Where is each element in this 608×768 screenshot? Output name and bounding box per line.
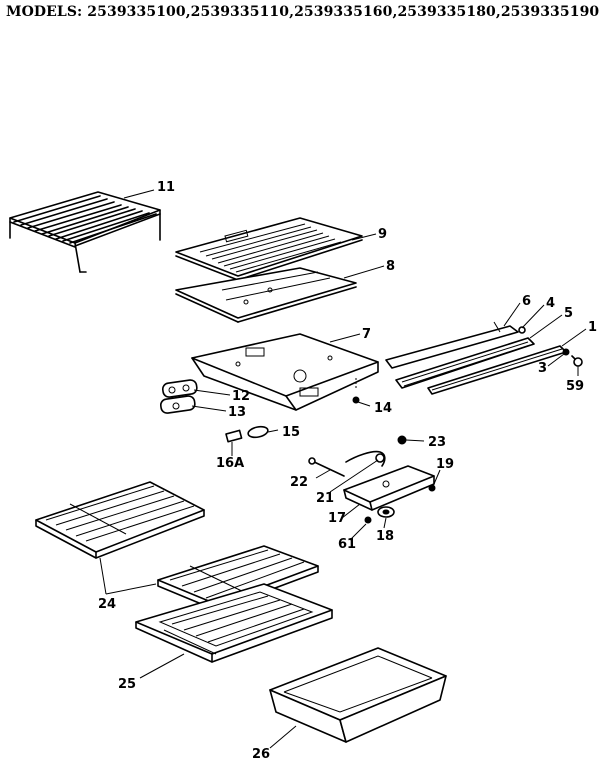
callout-labels: 11 9 8 7 6 4 5 1 3 59 12 13 14 15 16A 23… bbox=[98, 180, 597, 762]
callout-18: 18 bbox=[376, 529, 394, 544]
part-dial bbox=[377, 506, 395, 518]
callout-1: 1 bbox=[588, 320, 597, 335]
models-header: MODELS: 2539335100,2539335110,2539335160… bbox=[6, 4, 600, 20]
part-shaft bbox=[308, 457, 345, 477]
part-panel-cover bbox=[175, 217, 363, 281]
callout-17: 17 bbox=[328, 511, 346, 526]
callout-11: 11 bbox=[157, 180, 175, 195]
callout-21: 21 bbox=[316, 491, 334, 506]
part-support-rail bbox=[385, 321, 519, 369]
part-screw-lower bbox=[364, 516, 372, 524]
part-retainer bbox=[518, 326, 526, 334]
part-control-housing bbox=[343, 465, 435, 511]
part-panel-insulation bbox=[175, 267, 357, 323]
part-glass-shelf bbox=[35, 481, 205, 559]
part-nut bbox=[428, 484, 436, 492]
callout-6: 6 bbox=[522, 294, 531, 309]
callout-7: 7 bbox=[362, 327, 371, 342]
callout-5: 5 bbox=[564, 306, 573, 321]
callout-13: 13 bbox=[228, 405, 246, 420]
callout-4: 4 bbox=[546, 296, 555, 311]
part-bulb bbox=[247, 425, 269, 439]
callout-24: 24 bbox=[98, 597, 116, 612]
part-knob bbox=[397, 435, 407, 445]
callout-9: 9 bbox=[378, 227, 387, 242]
part-screw bbox=[562, 348, 570, 356]
callout-19: 19 bbox=[436, 457, 454, 472]
part-crisper-cover bbox=[135, 545, 333, 663]
callout-15: 15 bbox=[282, 425, 300, 440]
part-socket bbox=[225, 429, 243, 443]
callout-26: 26 bbox=[252, 747, 270, 762]
leader-lines bbox=[99, 189, 587, 749]
part-bracket-upper bbox=[161, 379, 198, 398]
callout-12: 12 bbox=[232, 389, 250, 404]
callout-61: 61 bbox=[338, 537, 356, 552]
part-shelf-track bbox=[395, 337, 535, 389]
callout-3: 3 bbox=[538, 361, 547, 376]
callout-14: 14 bbox=[374, 401, 392, 416]
callout-59: 59 bbox=[566, 379, 584, 394]
part-control-link bbox=[345, 450, 386, 467]
callout-16A: 16A bbox=[216, 456, 244, 471]
part-shelf-rack bbox=[9, 191, 161, 273]
callout-23: 23 bbox=[428, 435, 446, 450]
part-screw-small bbox=[352, 396, 360, 404]
callout-8: 8 bbox=[386, 259, 395, 274]
part-crisper-drawer bbox=[269, 647, 447, 743]
part-freezer-floor-panel bbox=[191, 333, 379, 411]
part-clip bbox=[571, 355, 583, 367]
callout-25: 25 bbox=[118, 677, 136, 692]
part-bracket-lower bbox=[159, 395, 196, 414]
callout-22: 22 bbox=[290, 475, 308, 490]
